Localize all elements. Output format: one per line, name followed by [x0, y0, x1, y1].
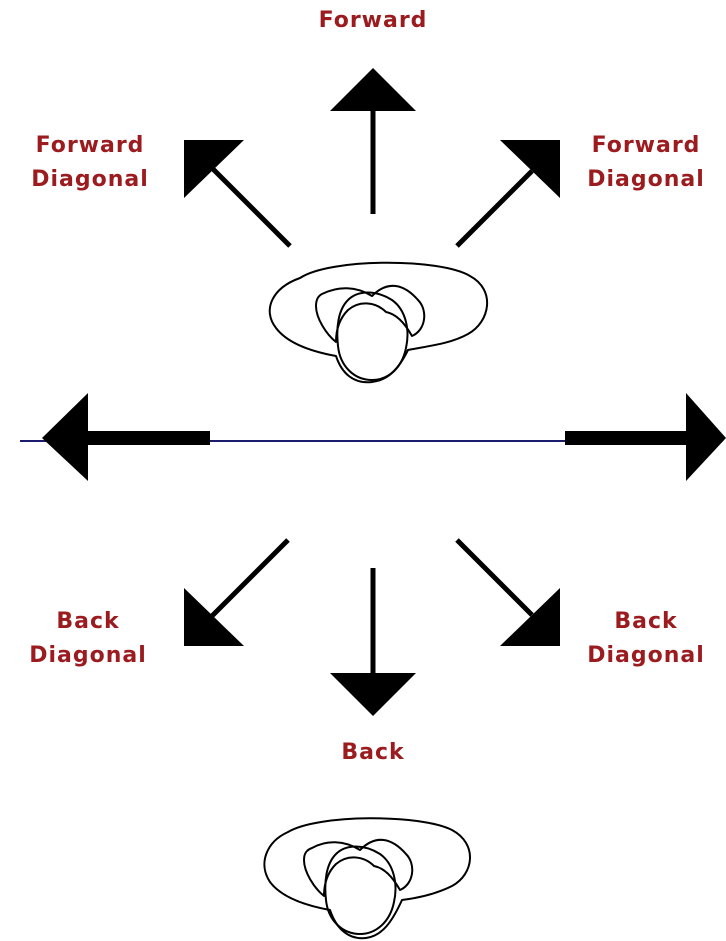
top-view-person-figure: [270, 263, 487, 383]
label-forward-diagonal-left-line1: Forward: [10, 129, 170, 163]
label-back-diagonal-right-line2: Diagonal: [566, 639, 726, 673]
label-forward-diagonal-left: Forward Diagonal: [10, 129, 170, 197]
label-forward-diagonal-right: Forward Diagonal: [566, 129, 726, 197]
forward-diagonal-left-arrow: [184, 140, 290, 246]
back-diagonal-right-arrow: [457, 540, 560, 646]
label-forward-diagonal-right-line1: Forward: [566, 129, 726, 163]
label-back: Back: [283, 736, 463, 770]
forward-arrow: [330, 68, 416, 214]
forward-diagonal-right-arrow: [457, 140, 560, 246]
label-forward-text: Forward: [283, 4, 463, 38]
left-side-arrow: [42, 393, 210, 481]
label-back-diagonal-left: Back Diagonal: [8, 605, 168, 673]
back-diagonal-left-arrow: [184, 540, 288, 646]
label-back-diagonal-left-line1: Back: [8, 605, 168, 639]
label-back-diagonal-right-line1: Back: [566, 605, 726, 639]
label-back-diagonal-right: Back Diagonal: [566, 605, 726, 673]
label-back-diagonal-left-line2: Diagonal: [8, 639, 168, 673]
label-forward-diagonal-right-line2: Diagonal: [566, 163, 726, 197]
right-side-arrow: [565, 393, 726, 481]
top-view-person-figure-lower: [264, 818, 470, 938]
label-back-text: Back: [283, 736, 463, 770]
back-arrow: [330, 568, 416, 716]
label-forward-diagonal-left-line2: Diagonal: [10, 163, 170, 197]
label-forward: Forward: [283, 4, 463, 38]
